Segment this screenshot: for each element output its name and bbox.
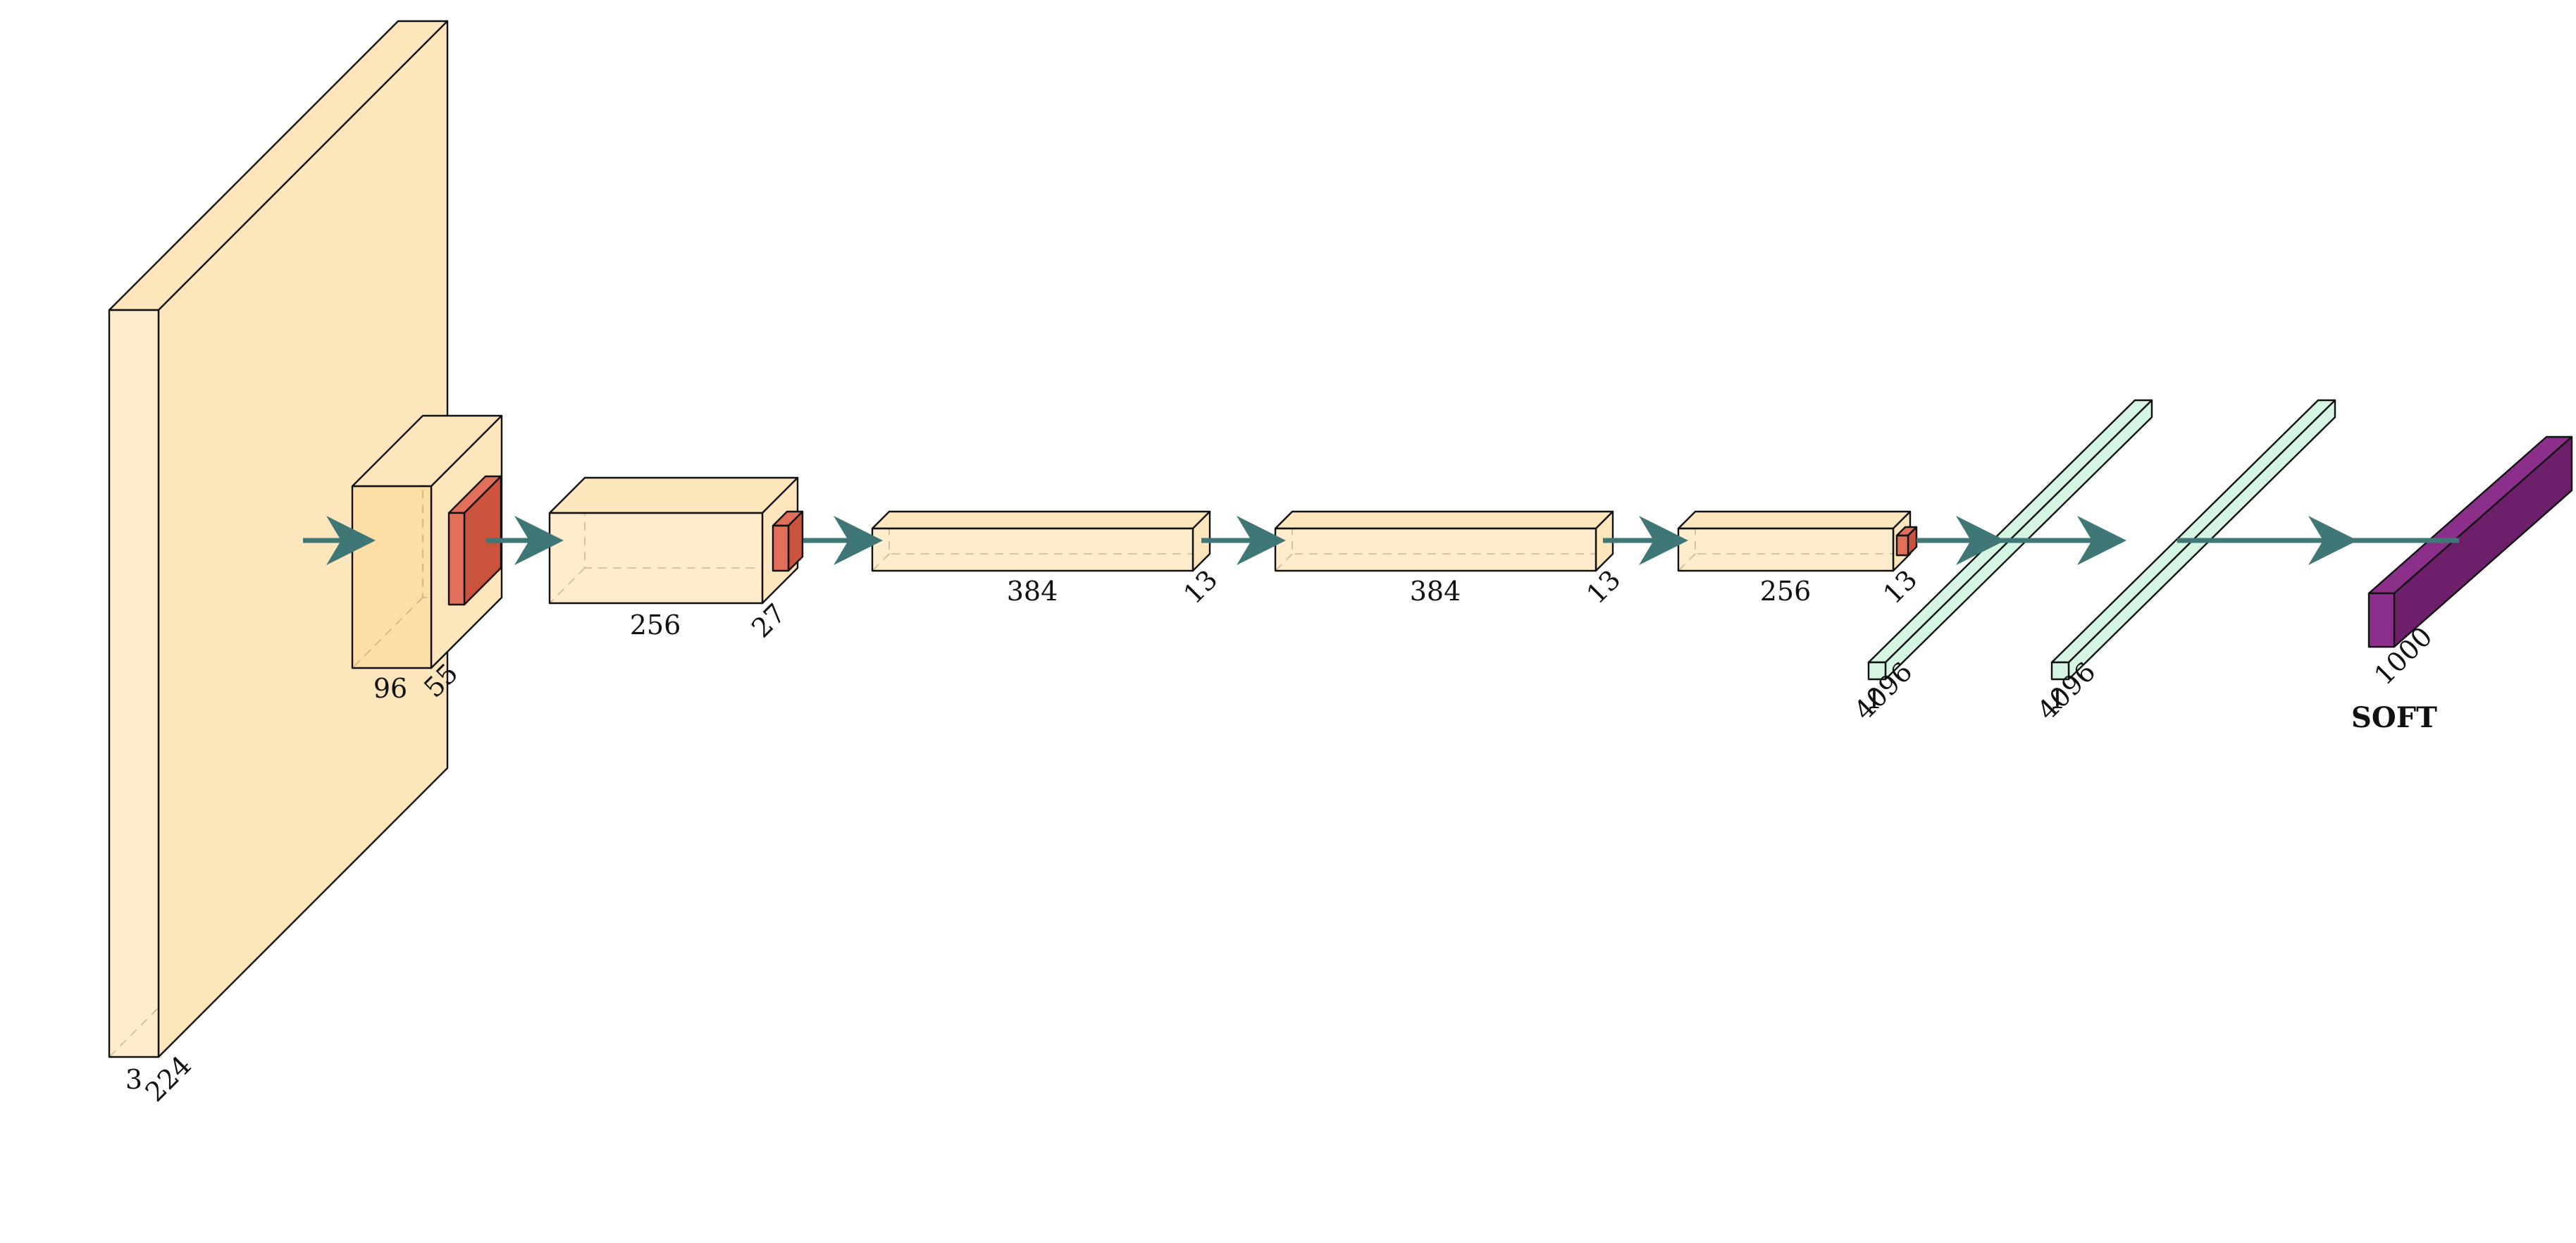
pool5-block: [1895, 526, 1918, 557]
input-volume-front-face: [108, 309, 160, 1058]
input-label-channels: 3: [125, 1064, 142, 1095]
input-volume: [108, 20, 449, 1058]
conv3-label-depth: 384: [1007, 576, 1058, 607]
conv3-block: [871, 510, 1211, 572]
conv4-block-top-face: [1274, 510, 1614, 530]
conv5-block: [1677, 510, 1912, 572]
softmax-block: [2367, 435, 2573, 648]
conv3-block-top-face: [871, 510, 1211, 530]
softmax-caption: SOFT: [2351, 701, 2437, 734]
conv3-block-front-face: [871, 527, 1194, 572]
conv5-label-depth: 256: [1760, 576, 1812, 607]
conv5-block-front-face: [1677, 527, 1895, 572]
fc7-block-label-width: 1: [2049, 684, 2066, 715]
conv4-label-depth: 384: [1410, 576, 1461, 607]
conv2-block-top-face: [548, 476, 799, 514]
conv4-block-front-face: [1274, 527, 1597, 572]
conv2-block: [548, 476, 799, 605]
fc6-block-label-width: 1: [1866, 684, 1883, 715]
conv1-block-front-face: [351, 485, 433, 669]
pool2-block: [772, 510, 804, 572]
conv2-block-front-face: [548, 512, 764, 605]
pool1-block-front-face: [447, 512, 466, 606]
conv2-label-size: 27: [745, 598, 791, 643]
conv4-block: [1274, 510, 1614, 572]
pool1-block: [447, 475, 502, 606]
input-label-size: 224: [140, 1050, 197, 1108]
softmax-block-front-face: [2367, 592, 2396, 648]
fc6-block-front-face: [1867, 661, 1887, 681]
conv5-block-top-face: [1677, 510, 1912, 530]
conv1-label-depth: 96: [373, 673, 407, 704]
fc7-block-front-face: [2050, 661, 2070, 681]
pool5-block-front-face: [1895, 534, 1909, 557]
conv2-label-depth: 256: [630, 610, 681, 641]
pool2-block-front-face: [772, 524, 790, 572]
